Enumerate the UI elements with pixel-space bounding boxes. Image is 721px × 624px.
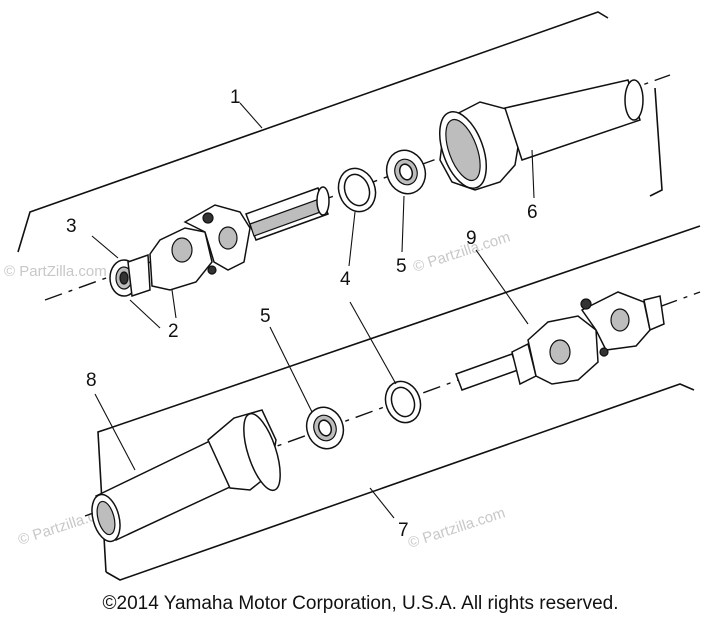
boot-tube-part-6	[439, 79, 644, 191]
group-1-bracket	[17, 11, 609, 253]
group-1-bracket-right	[649, 87, 663, 197]
label-part-1: 1	[230, 87, 241, 108]
universal-joint-part-9	[455, 291, 665, 391]
copyright-notice: ©2014 Yamaha Motor Corporation, U.S.A. A…	[102, 593, 619, 614]
group-7-bracket-top	[109, 225, 701, 429]
label-part-9: 9	[466, 228, 477, 249]
group-7-bracket-bottom	[105, 383, 695, 581]
label-part-3: 3	[66, 216, 77, 237]
seal-part-5-upper	[385, 149, 427, 195]
watermark: © Partzilla.com	[411, 228, 512, 275]
universal-joint-part-2	[149, 204, 251, 291]
coupling-part-3	[109, 253, 151, 298]
ring-part-4-lower	[384, 380, 422, 424]
label-part-5: 5	[260, 306, 271, 327]
label-part-4: 4	[340, 269, 351, 290]
tube-part-8	[91, 409, 281, 543]
seal-part-5-lower	[305, 406, 345, 450]
label-part-6: 6	[527, 202, 538, 223]
label-part-7: 7	[398, 520, 409, 541]
label-part-8: 8	[86, 370, 97, 391]
label-part-2: 2	[168, 321, 179, 342]
ring-part-4-upper	[337, 167, 377, 213]
watermark: © PartZilla.com	[4, 263, 107, 280]
upper-shaft	[245, 186, 330, 241]
label-part-5: 5	[396, 256, 407, 277]
watermark: © Partzilla.com	[406, 504, 507, 551]
leader-lines	[91, 102, 535, 519]
